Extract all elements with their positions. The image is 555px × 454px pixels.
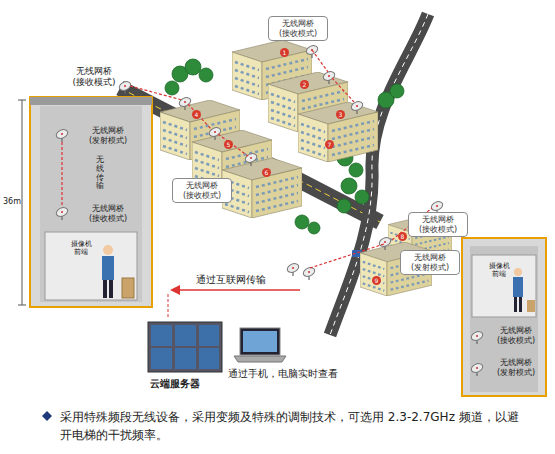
callout-number: 1 bbox=[280, 48, 289, 57]
laptop bbox=[234, 328, 286, 362]
vertical-label: 无线传输 bbox=[96, 156, 104, 191]
text-label: 无线网桥 (发射模式) bbox=[82, 126, 134, 145]
right-shaft bbox=[462, 238, 546, 396]
text-label: 通过互联网传输 bbox=[196, 274, 266, 286]
callout-box: 无线网桥 (接收模式) bbox=[408, 212, 468, 237]
caption: 采用特殊频段无线设备，采用变频及特殊的调制技术，可选用 2.3-2.7GHz 频… bbox=[60, 408, 530, 444]
callout-number: 4 bbox=[192, 110, 201, 119]
text-label: 无线网桥 (接收模式) bbox=[490, 326, 542, 345]
text-label: 摄像机 前端 bbox=[66, 240, 96, 257]
callout-text: 无线网桥 (接收模式) bbox=[413, 215, 463, 234]
callout-text: 无线网桥 (发射模式) bbox=[405, 253, 455, 272]
callout-text: 无线网桥 (接收模式) bbox=[177, 181, 227, 200]
callout-number: 8 bbox=[398, 232, 407, 241]
left-shaft bbox=[18, 97, 152, 307]
text-label: 无线网桥 (接收模式) bbox=[82, 204, 134, 223]
callout-box: 无线网桥 (接收模式) bbox=[172, 178, 232, 203]
bullet bbox=[42, 411, 52, 421]
callout-box: 无线网桥 (接收模式) bbox=[268, 16, 328, 41]
wireless-links bbox=[130, 50, 432, 268]
video-wall bbox=[148, 322, 222, 372]
text-label: 无线网桥 (发射模式) bbox=[490, 358, 542, 377]
callout-number: 2 bbox=[300, 80, 309, 89]
text-label: 36m bbox=[3, 197, 21, 207]
text-label: 摄像机 前端 bbox=[484, 262, 514, 279]
server-label: 云端服务器 bbox=[150, 378, 200, 390]
callout-number: 9 bbox=[372, 276, 381, 285]
callout-number: 5 bbox=[224, 140, 233, 149]
text-label: 通过手机，电脑实时查看 bbox=[228, 368, 338, 380]
trees bbox=[165, 59, 404, 234]
callout-number: 6 bbox=[262, 168, 271, 177]
antennas bbox=[55, 44, 484, 376]
callout-text: 无线网桥 (接收模式) bbox=[273, 19, 323, 38]
callout-number: 7 bbox=[325, 140, 334, 149]
callout-number: 3 bbox=[336, 110, 345, 119]
text-label: 无线网桥 (接收模式) bbox=[66, 66, 122, 88]
callout-box: 无线网桥 (发射模式) bbox=[400, 250, 460, 275]
internet-arrow bbox=[168, 285, 300, 318]
